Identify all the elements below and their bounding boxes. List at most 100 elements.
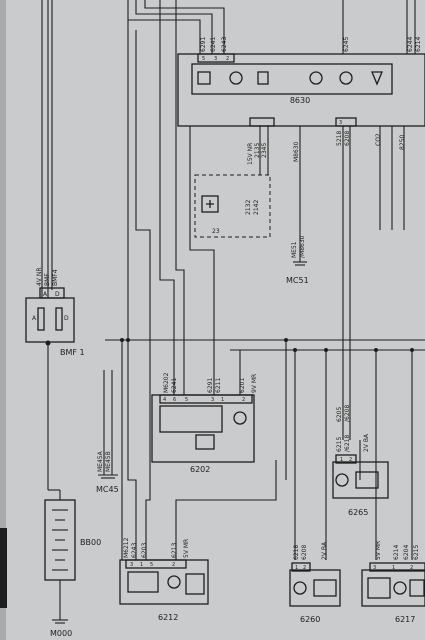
component-bmf1: A D A D 4V NR BMF BMF4 BMF 1 [25, 268, 85, 357]
svg-text:5218: 5218 [336, 131, 343, 146]
svg-text:BMF: BMF [44, 273, 51, 286]
svg-text:6208: 6208 [301, 545, 308, 560]
svg-text:6245: 6245 [343, 37, 350, 52]
lamp-icon [229, 71, 243, 85]
ground-label-mc45: MC45 [96, 485, 119, 494]
svg-text:6205: 6205 [336, 407, 343, 422]
component-label-bb00: BB00 [80, 538, 101, 547]
temperature-icon [309, 71, 323, 85]
component-6212: 3 1 5 2 6212 M6212 6243 6203 6213 5V MR [119, 537, 209, 622]
svg-text:6204: 6204 [403, 545, 410, 560]
car-icon [185, 573, 205, 595]
wire-labels-8630-bottom: 15V NR 2135 2345 M8630 5218 6208 CO2 825… [247, 131, 406, 165]
diode-label: 23 [212, 228, 220, 235]
motor-icon [167, 575, 181, 589]
svg-text:M6202: M6202 [163, 372, 170, 393]
svg-text:6241: 6241 [210, 37, 217, 52]
svg-text:M8630: M8630 [293, 141, 300, 162]
component-6260: 1 2 6260 6218 6208 2V BA [289, 541, 341, 624]
svg-text:2V BA: 2V BA [321, 541, 328, 560]
component-label-6202: 6202 [190, 465, 210, 474]
pin-label: 3 [339, 120, 342, 126]
ground-m000: M000 [50, 619, 72, 638]
svg-text:6214: 6214 [393, 545, 400, 560]
svg-text:3: 3 [130, 562, 133, 568]
svg-text:/6208: /6208 [344, 405, 351, 422]
svg-text:2142: 2142 [253, 200, 260, 215]
svg-text:4V NR: 4V NR [36, 268, 43, 287]
svg-text:2132: 2132 [245, 200, 252, 215]
svg-text:3: 3 [211, 397, 214, 403]
svg-text:CO2: CO2 [375, 133, 382, 146]
svg-text:6214: 6214 [415, 37, 422, 52]
ground-mc51: ME51 /M8630 MC51 [286, 235, 309, 285]
svg-text:8250: 8250 [399, 135, 406, 150]
component-label-6217: 6217 [395, 615, 415, 624]
fuel-icon [257, 71, 269, 85]
component-8630: 5 3 2 8630 3 [177, 53, 425, 127]
ground-label-m000: M000 [50, 629, 72, 638]
svg-text:2: 2 [349, 457, 352, 463]
svg-text:ME51: ME51 [291, 241, 298, 258]
car-icon [313, 579, 337, 597]
pin-label: 3 [214, 56, 217, 62]
svg-text:15V NR: 15V NR [247, 143, 254, 165]
chip-icon [197, 71, 211, 85]
component-label-6260: 6260 [300, 615, 320, 624]
wire-labels-8630-top: 6291 6241 6243 6245 6244 6214 [200, 37, 422, 52]
svg-text:6203: 6203 [141, 543, 148, 558]
svg-text:2135: 2135 [254, 143, 261, 158]
svg-text:/M8630: /M8630 [299, 235, 306, 258]
svg-text:4: 4 [163, 397, 166, 403]
svg-text:6213: 6213 [171, 543, 178, 558]
svg-text:5V MR: 5V MR [375, 541, 382, 560]
oil-icon [339, 71, 353, 85]
svg-text:6291: 6291 [200, 37, 207, 52]
pin-label: 2 [226, 56, 229, 62]
svg-text:1: 1 [221, 397, 224, 403]
motor-icon [393, 581, 407, 595]
svg-text:6201: 6201 [239, 378, 246, 393]
junction-dots [45, 338, 414, 352]
connector-stub [0, 528, 7, 608]
svg-text:2V BA: 2V BA [363, 433, 370, 452]
svg-text:2: 2 [242, 397, 245, 403]
svg-text:6218: 6218 [293, 545, 300, 560]
component-6217: 3 1 2 6217 5V MR 6214 6204 6215 [361, 541, 425, 624]
component-6265: 1 2 6265 6215 /6218 6205 /6208 2V BA [332, 405, 389, 517]
component-label-6212: 6212 [158, 613, 178, 622]
ground-mc45: ME45A ME45B MC45 [96, 450, 119, 494]
svg-text:/6218: /6218 [344, 435, 351, 452]
motor-icon [335, 473, 349, 487]
svg-text:2: 2 [172, 562, 175, 568]
motor-icon [293, 581, 307, 595]
component-label-bmf1: BMF 1 [60, 348, 85, 357]
svg-text:6211: 6211 [215, 378, 222, 393]
svg-text:6215: 6215 [336, 437, 343, 452]
svg-text:6208: 6208 [344, 131, 351, 146]
component-6202: 4 6 5 3 1 2 6202 M6202 6241 6291 6211 62… [151, 372, 258, 474]
svg-text:9V MR: 9V MR [251, 374, 258, 393]
svg-text:5V MR: 5V MR [183, 539, 190, 558]
svg-text:6243: 6243 [131, 543, 138, 558]
motor-icon [233, 411, 247, 425]
svg-text:2345: 2345 [261, 143, 268, 158]
svg-text:1: 1 [140, 562, 143, 568]
svg-text:1: 1 [295, 565, 298, 571]
pin-label: D [55, 291, 60, 298]
svg-text:6241: 6241 [171, 378, 178, 393]
svg-text:1: 1 [392, 565, 395, 571]
car-icon [195, 434, 215, 450]
svg-text:5: 5 [185, 397, 188, 403]
svg-text:ME45B: ME45B [105, 451, 112, 472]
paper-left-edge [0, 0, 6, 640]
svg-text:3: 3 [373, 565, 376, 571]
component-label-8630: 8630 [290, 96, 310, 105]
svg-text:6215: 6215 [413, 545, 420, 560]
svg-text:1: 1 [340, 457, 343, 463]
svg-text:2: 2 [303, 565, 306, 571]
svg-text:6291: 6291 [207, 378, 214, 393]
pin-label: 5 [202, 56, 205, 62]
svg-text:6243: 6243 [221, 37, 228, 52]
